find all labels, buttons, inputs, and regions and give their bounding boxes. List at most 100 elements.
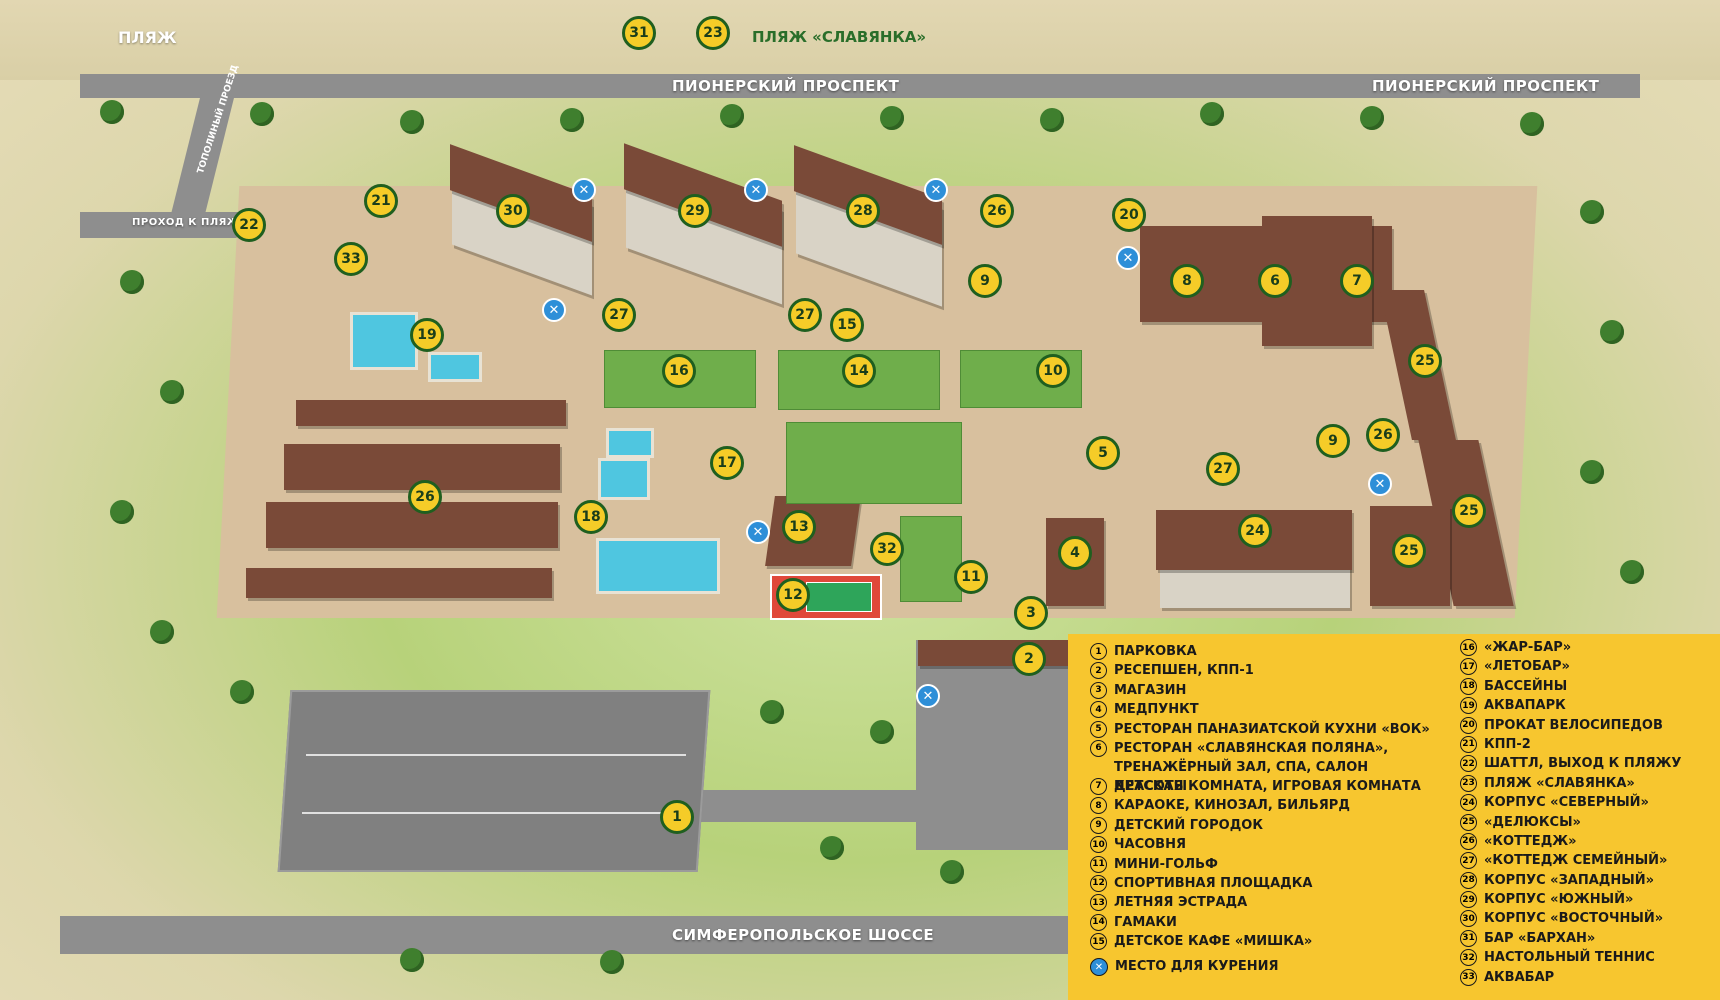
marker-25-north[interactable]: 25 [1408,344,1442,378]
marker-26-north[interactable]: 26 [980,194,1014,228]
tree [110,500,134,524]
pioneer-avenue-label-right: ПИОНЕРСКИЙ ПРОСПЕКТ [1372,77,1600,95]
marker-7[interactable]: 7 [1340,264,1374,298]
cottages-26-row-4[interactable] [246,568,552,598]
cottages-26-row-3[interactable] [266,502,558,548]
marker-26-east[interactable]: 26 [1366,418,1400,452]
marker-29[interactable]: 29 [678,194,712,228]
tree [600,950,624,974]
smoking-area-icon[interactable]: ✕ [572,178,596,202]
marker-25-south[interactable]: 25 [1392,534,1426,568]
tree [160,380,184,404]
smoking-area-icon[interactable]: ✕ [746,520,770,544]
legend-item: 26«КОТТЕДЖ» [1460,832,1681,851]
tree [230,680,254,704]
marker-15[interactable]: 15 [830,308,864,342]
tree [1580,460,1604,484]
marker-30[interactable]: 30 [496,194,530,228]
tree [1600,320,1624,344]
parking-line [306,754,686,756]
marker-3[interactable]: 3 [1014,596,1048,630]
tree [940,860,964,884]
cottages-26-row-1[interactable] [296,400,566,426]
legend-item: 17«ЛЕТОБАР» [1460,657,1681,676]
marker-31[interactable]: 31 [622,16,656,50]
tree [720,104,744,128]
marker-10[interactable]: 10 [1036,354,1070,388]
marker-24[interactable]: 24 [1238,514,1272,548]
marker-28[interactable]: 28 [846,194,880,228]
marker-9-north[interactable]: 9 [968,264,1002,298]
marker-27-east[interactable]: 27 [1206,452,1240,486]
smoking-area-icon[interactable]: ✕ [1116,246,1140,270]
marker-6[interactable]: 6 [1258,264,1292,298]
parking-lot[interactable] [277,690,711,872]
sports-court-field [806,582,872,612]
beach-name: ПЛЯЖ «СЛАВЯНКА» [752,28,927,46]
aquapark-19-pool[interactable] [350,312,418,370]
marker-13[interactable]: 13 [782,510,816,544]
tree [870,720,894,744]
marker-32[interactable]: 32 [870,532,904,566]
marker-25-east[interactable]: 25 [1452,494,1486,528]
smoking-area-icon[interactable]: ✕ [744,178,768,202]
marker-4[interactable]: 4 [1058,536,1092,570]
marker-33[interactable]: 33 [334,242,368,276]
pool-18-main[interactable] [596,538,720,594]
aquapark-19-pool-small[interactable] [428,352,482,382]
marker-5[interactable]: 5 [1086,436,1120,470]
marker-21[interactable]: 21 [364,184,398,218]
marker-1[interactable]: 1 [660,800,694,834]
marker-18[interactable]: 18 [574,500,608,534]
marker-11[interactable]: 11 [954,560,988,594]
marker-22[interactable]: 22 [232,208,266,242]
beach-passage-label: ПРОХОД К ПЛЯЖУ [132,217,248,228]
marker-2[interactable]: 2 [1012,642,1046,676]
simferopol-highway [60,916,1070,954]
minigolf-11-lawn [900,516,962,602]
pool-18-top[interactable] [606,428,654,458]
smoking-area-icon[interactable]: ✕ [924,178,948,202]
marker-8[interactable]: 8 [1170,264,1204,298]
marker-14[interactable]: 14 [842,354,876,388]
smoking-area-icon[interactable]: ✕ [542,298,566,322]
pool-18-middle[interactable] [598,458,650,500]
marker-23[interactable]: 23 [696,16,730,50]
tree [1360,106,1384,130]
legend-item-smoking: ✕МЕСТО ДЛЯ КУРЕНИЯ [1090,957,1430,977]
marker-19[interactable]: 19 [410,318,444,352]
pioneer-avenue-label-left: ПИОНЕРСКИЙ ПРОСПЕКТ [672,77,900,95]
marker-9-east[interactable]: 9 [1316,424,1350,458]
marker-16[interactable]: 16 [662,354,696,388]
marker-26-west[interactable]: 26 [408,480,442,514]
marker-27-west[interactable]: 27 [602,298,636,332]
legend-item: 27«КОТТЕДЖ СЕМЕЙНЫЙ» [1460,851,1681,870]
tree [1620,560,1644,584]
smoking-area-icon[interactable]: ✕ [916,684,940,708]
marker-17[interactable]: 17 [710,446,744,480]
marker-20[interactable]: 20 [1112,198,1146,232]
tree [1040,108,1064,132]
marker-27-middle[interactable]: 27 [788,298,822,332]
simferopol-highway-label: СИМФЕРОПОЛЬСКОЕ ШОССЕ [672,926,935,944]
smoking-area-icon[interactable]: ✕ [1368,472,1392,496]
marker-12[interactable]: 12 [776,578,810,612]
